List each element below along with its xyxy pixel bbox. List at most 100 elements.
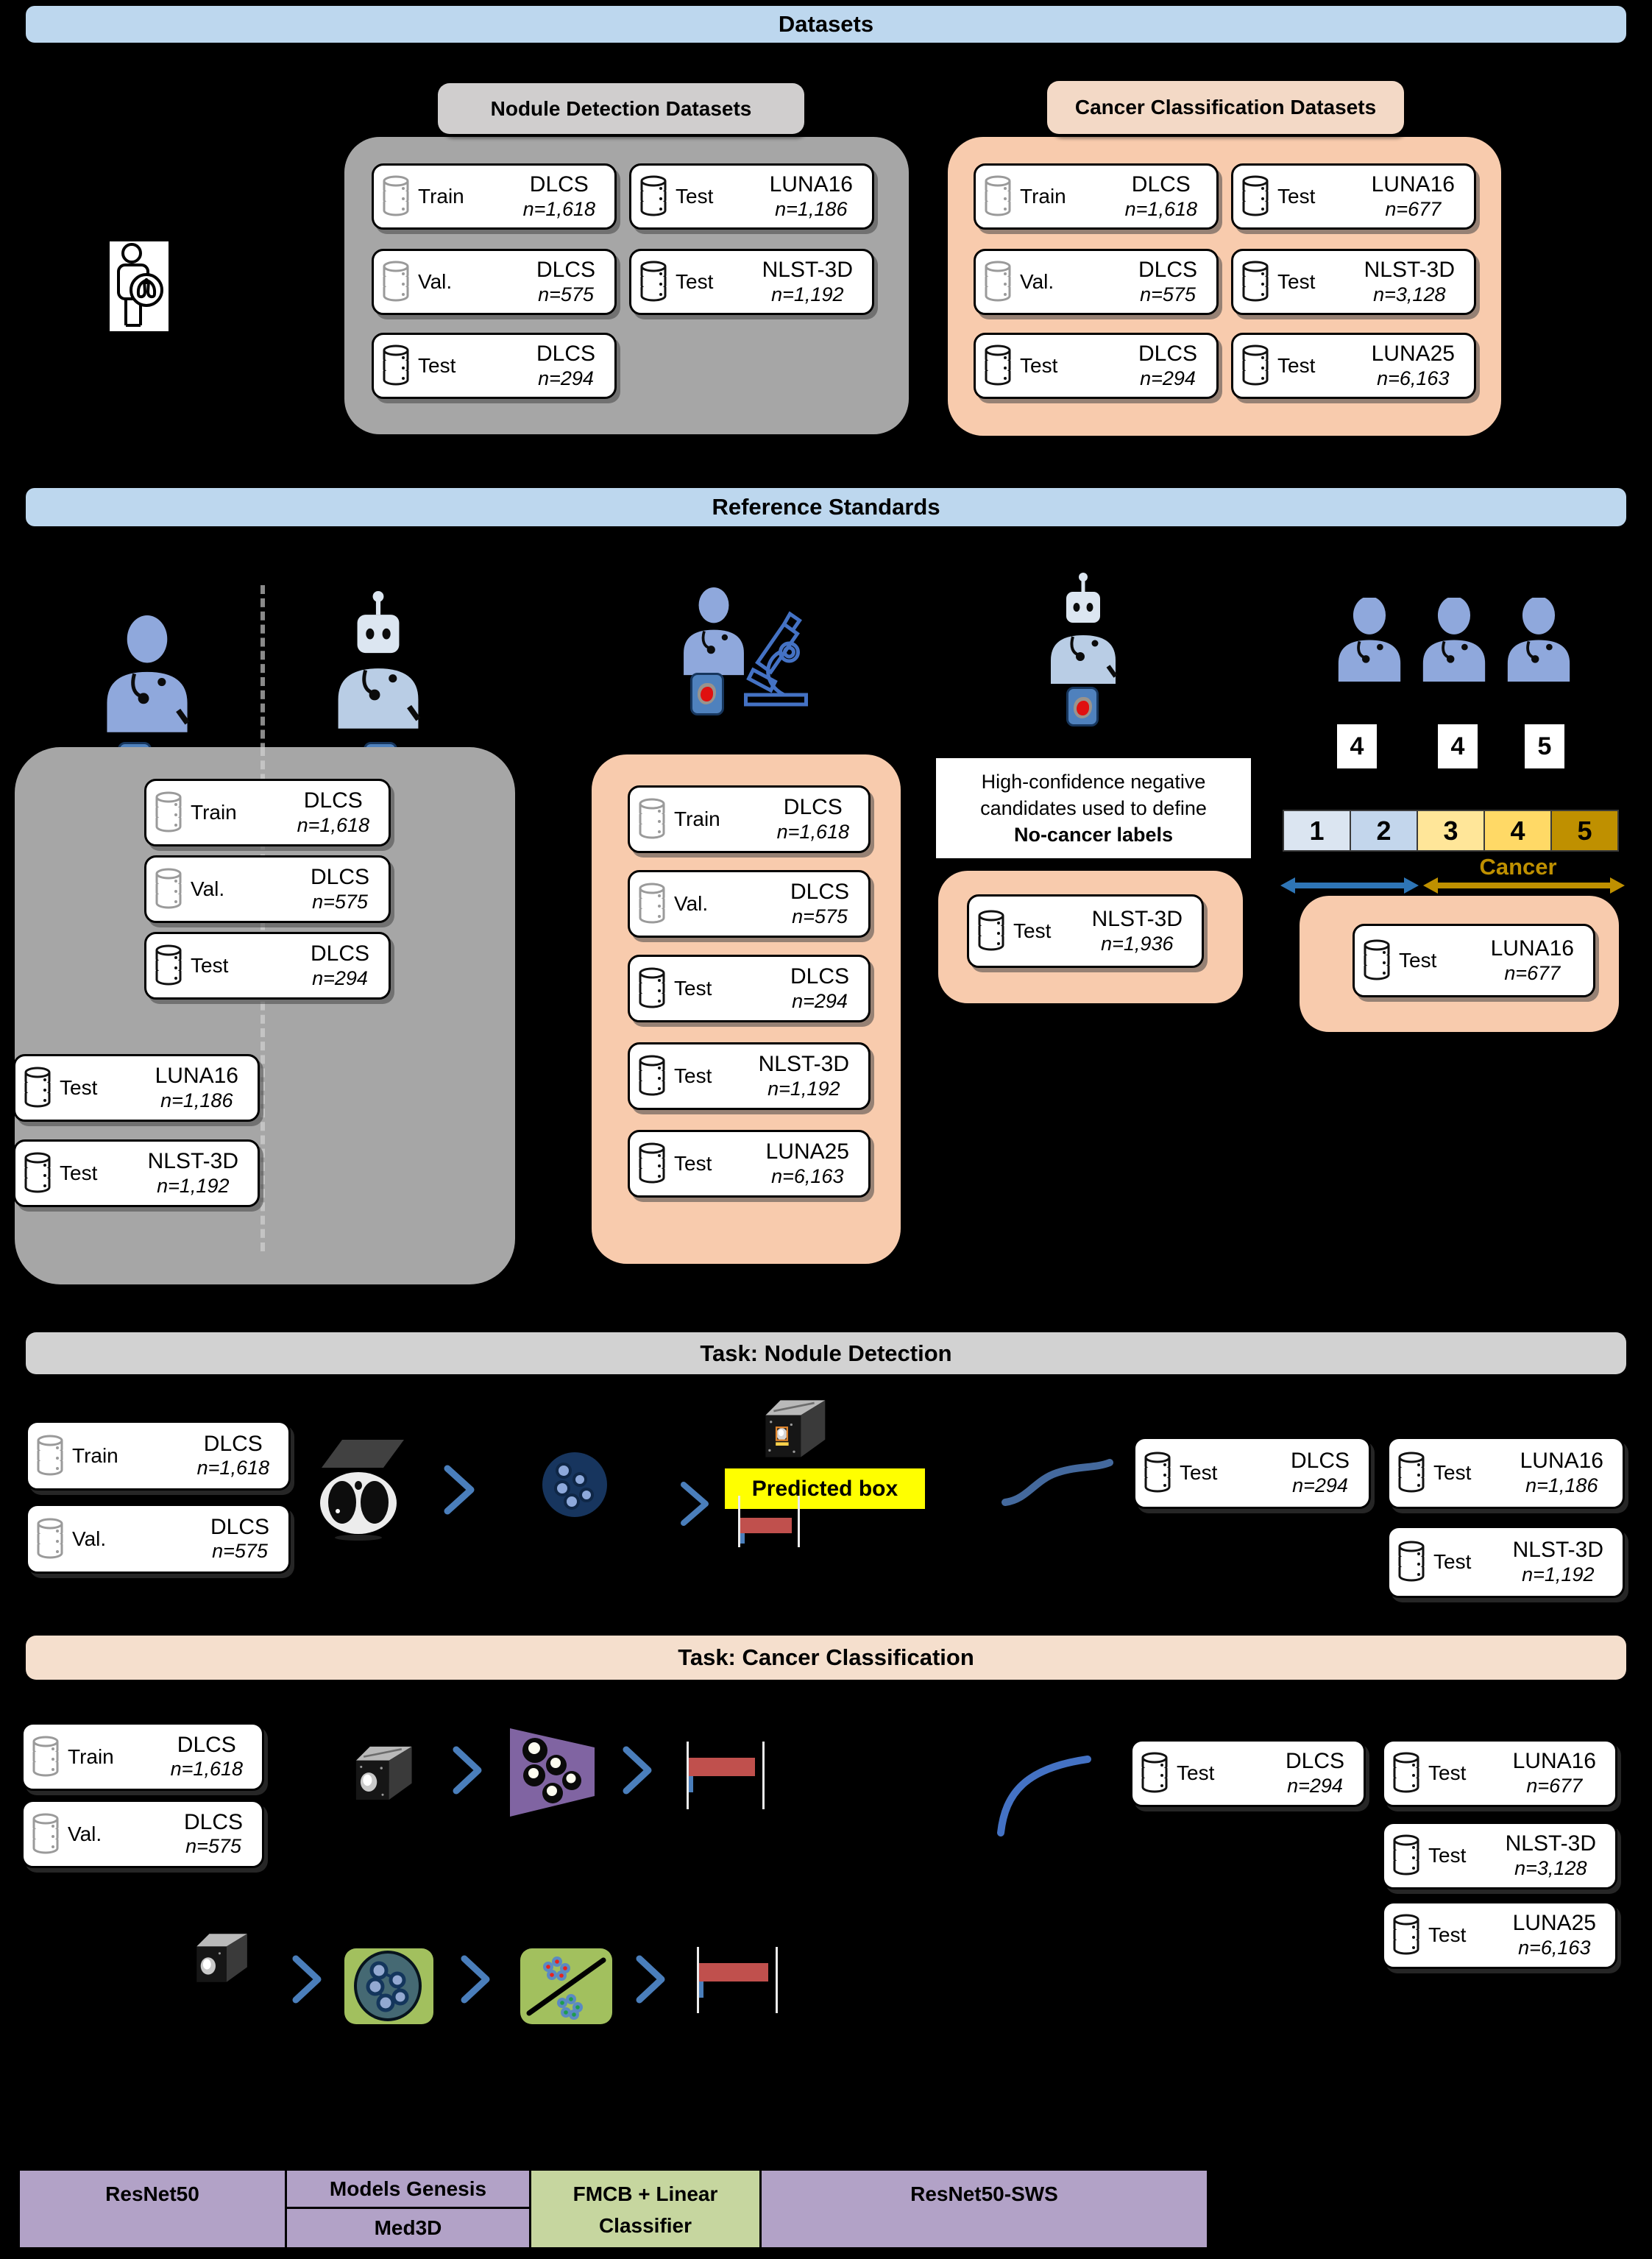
split-label: Test xyxy=(1433,1550,1472,1573)
dataset-count: n=6,163 xyxy=(1518,1936,1591,1959)
score-bar-icon xyxy=(697,1947,778,2013)
dataset-name: NLST-3D xyxy=(1512,1538,1603,1563)
score-tick xyxy=(689,1776,693,1792)
dataset-name: NLST-3D xyxy=(762,258,853,283)
dataset-count: n=294 xyxy=(1292,1474,1348,1496)
reader-icon xyxy=(1338,598,1401,682)
dataset-count: n=1,936 xyxy=(1101,932,1174,955)
database-icon xyxy=(639,883,665,924)
nodule-datasets-label-text: Nodule Detection Datasets xyxy=(490,96,752,120)
legend-models-genesis: Models Genesis xyxy=(287,2171,529,2209)
split-label: Val. xyxy=(191,877,225,900)
chevron-icon xyxy=(623,1746,652,1795)
dataset-count: n=575 xyxy=(538,283,594,305)
predicted-box-label: Predicted box xyxy=(725,1468,925,1509)
ct-nodule-patch-icon xyxy=(1066,687,1099,727)
dataset-count: n=3,128 xyxy=(1514,1856,1587,1879)
roc-curve-icon xyxy=(997,1756,1091,1836)
dataset-count: n=677 xyxy=(1526,1774,1583,1797)
score-bar-icon xyxy=(738,1496,800,1547)
datasets-header-label: Datasets xyxy=(778,11,874,37)
score-range-arrows xyxy=(1280,877,1625,894)
dataset-name: LUNA25 xyxy=(1512,1911,1596,1936)
score-tick xyxy=(699,1982,703,1998)
legend-resnet50-label: ResNet50 xyxy=(105,2182,199,2205)
microscope-icon xyxy=(744,611,808,707)
linear-classifier-icon xyxy=(520,1948,612,2024)
split-label: Train xyxy=(68,1744,114,1768)
dataset-name: DLCS xyxy=(310,865,369,890)
reference-standards-header-label: Reference Standards xyxy=(712,494,940,520)
split-label: Val. xyxy=(1020,270,1054,293)
dataset-name: NLST-3D xyxy=(1364,258,1455,283)
database-icon xyxy=(985,175,1011,216)
classification-model-icon xyxy=(510,1728,595,1817)
dataset-count: n=6,163 xyxy=(1377,367,1450,389)
database-icon xyxy=(155,944,182,986)
split-label: Train xyxy=(418,185,464,208)
feature-extractor-icon xyxy=(344,1948,433,2024)
dataset-name: LUNA16 xyxy=(1371,172,1455,197)
dataset-count: n=1,192 xyxy=(767,1077,840,1100)
axis-line xyxy=(776,1947,778,2013)
no-cancer-note: High-confidence negative candidates used… xyxy=(936,758,1251,858)
dataset-name: LUNA16 xyxy=(1512,1749,1596,1774)
dataset-count: n=3,128 xyxy=(1373,283,1446,305)
dataset-name: DLCS xyxy=(1138,342,1197,367)
database-icon xyxy=(1398,1452,1425,1493)
dataset-count: n=1,618 xyxy=(1124,197,1197,220)
database-icon xyxy=(1393,1834,1419,1876)
dataset-count: n=1,618 xyxy=(170,1758,243,1781)
database-icon xyxy=(1141,1752,1168,1793)
dataset-name: DLCS xyxy=(183,1809,243,1834)
dataset-name: DLCS xyxy=(783,795,843,820)
axis-line xyxy=(762,1742,765,1809)
robot-radiologist-icon xyxy=(338,591,421,729)
malignancy-scale-cell: 2 xyxy=(1350,810,1418,852)
dataset-name: DLCS xyxy=(1285,1749,1344,1774)
reference-standards-header: Reference Standards xyxy=(26,488,1626,526)
database-icon xyxy=(383,344,409,386)
dataset-count: n=1,618 xyxy=(776,820,849,843)
cancer-datasets-label-text: Cancer Classification Datasets xyxy=(1074,96,1377,119)
dataset-name: LUNA16 xyxy=(1520,1449,1603,1474)
split-label: Test xyxy=(1277,354,1316,377)
dataset-count: n=575 xyxy=(312,890,368,913)
split-label: Test xyxy=(1428,1844,1467,1867)
note-line-bold: No-cancer labels xyxy=(1013,824,1174,846)
reader-score-badge: 5 xyxy=(1525,724,1564,768)
axis-line xyxy=(798,1496,800,1547)
split-label: Test xyxy=(1428,1761,1467,1784)
radiologist-icon xyxy=(107,615,190,732)
froc-curve-icon xyxy=(1002,1459,1113,1506)
chevron-icon xyxy=(636,1955,665,2004)
ct-nodule-patch-icon xyxy=(690,673,724,715)
database-icon xyxy=(1242,175,1269,216)
nodule-task-header: Task: Nodule Detection xyxy=(26,1332,1626,1374)
chevron-icon xyxy=(292,1955,322,2004)
dataset-count: n=1,618 xyxy=(297,813,369,836)
legend-resnet50-sws: ResNet50-SWS xyxy=(759,2168,1209,2249)
